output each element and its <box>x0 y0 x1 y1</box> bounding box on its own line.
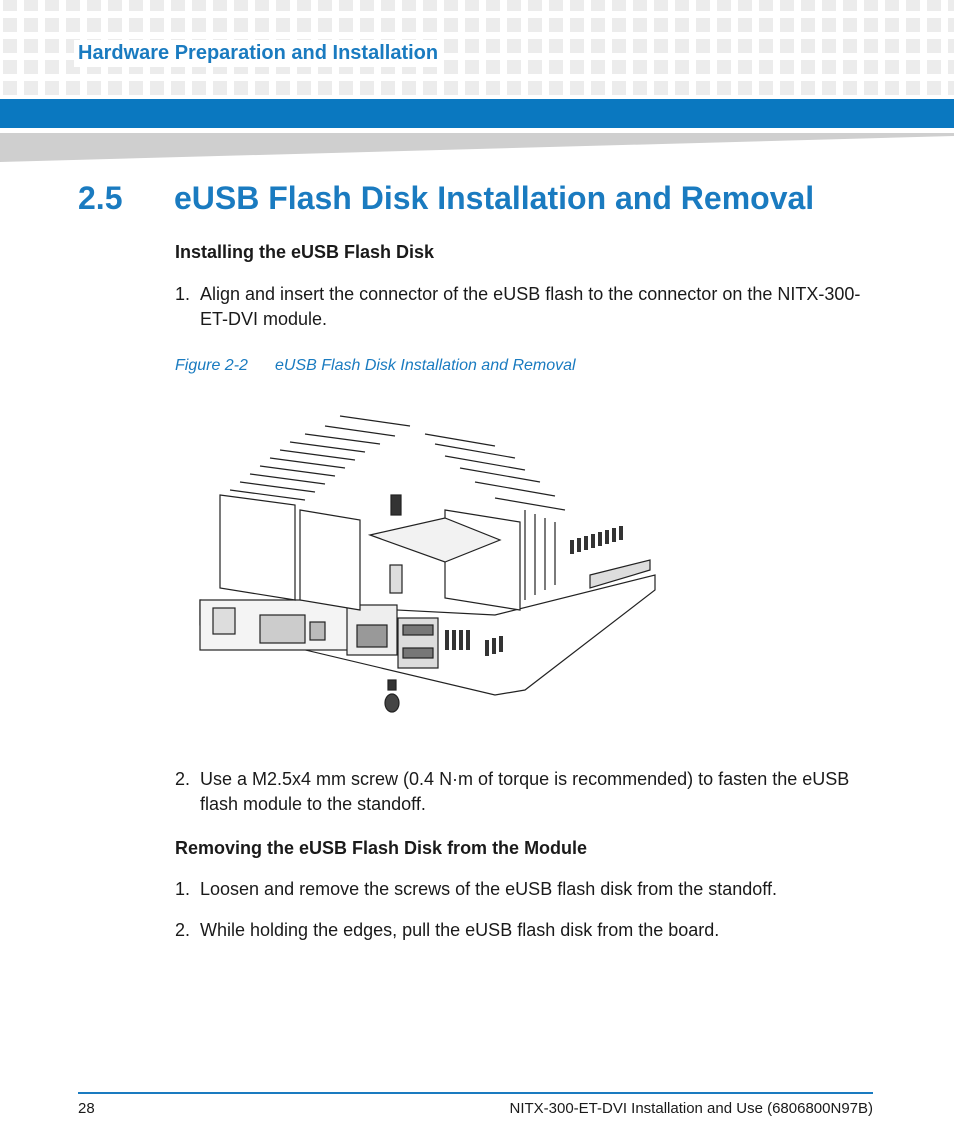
step-number: 1. <box>175 879 191 899</box>
page-title: 2.5 eUSB Flash Disk Installation and Remo… <box>78 180 814 217</box>
remove-heading: Removing the eUSB Flash Disk from the Mo… <box>175 838 588 858</box>
step-text: Use a M2.5x4 mm screw (0.4 N·m of torque… <box>200 769 850 814</box>
step-text: Loosen and remove the screws of the eUSB… <box>200 879 777 899</box>
footer-rule <box>78 1092 873 1094</box>
document-title: NITX-300-ET-DVI Installation and Use (68… <box>509 1100 873 1117</box>
figure-title: eUSB Flash Disk Installation and Removal <box>275 357 576 374</box>
heatsink-left <box>219 415 411 611</box>
header-blue-bar <box>0 99 954 128</box>
step-number: 1. <box>175 284 191 304</box>
section-number: 2.5 <box>78 180 123 216</box>
expansion-slot <box>589 559 651 589</box>
board-illustration <box>199 415 656 713</box>
figure-caption: Figure 2-2 eUSB Flash Disk Installation a… <box>175 357 576 375</box>
step-text: Align and insert the connector of the eU… <box>200 284 861 329</box>
remove-step-1: 1. Loosen and remove the screws of the e… <box>175 877 875 902</box>
pin-headers <box>445 526 623 656</box>
section-title: eUSB Flash Disk Installation and Removal <box>174 180 815 216</box>
install-step-1: 1. Align and insert the connector of the… <box>175 282 875 332</box>
step-number: 2. <box>175 920 191 940</box>
install-heading: Installing the eUSB Flash Disk <box>175 242 435 262</box>
screw-top <box>390 494 402 516</box>
header-gray-wedge <box>0 133 954 162</box>
step-text: While holding the edges, pull the eUSB f… <box>200 920 720 940</box>
standoff <box>389 564 403 594</box>
screw-bottom <box>384 679 400 713</box>
step-number: 2. <box>175 769 191 789</box>
eusb-module <box>367 517 502 563</box>
header-pattern <box>0 0 954 98</box>
install-step-2: 2. Use a M2.5x4 mm screw (0.4 N·m of tor… <box>175 767 875 817</box>
running-header: Hardware Preparation and Installation <box>74 40 443 67</box>
page-number: 28 <box>78 1100 95 1117</box>
remove-step-2: 2. While holding the edges, pull the eUS… <box>175 918 875 943</box>
figure-label: Figure 2-2 <box>175 357 248 374</box>
